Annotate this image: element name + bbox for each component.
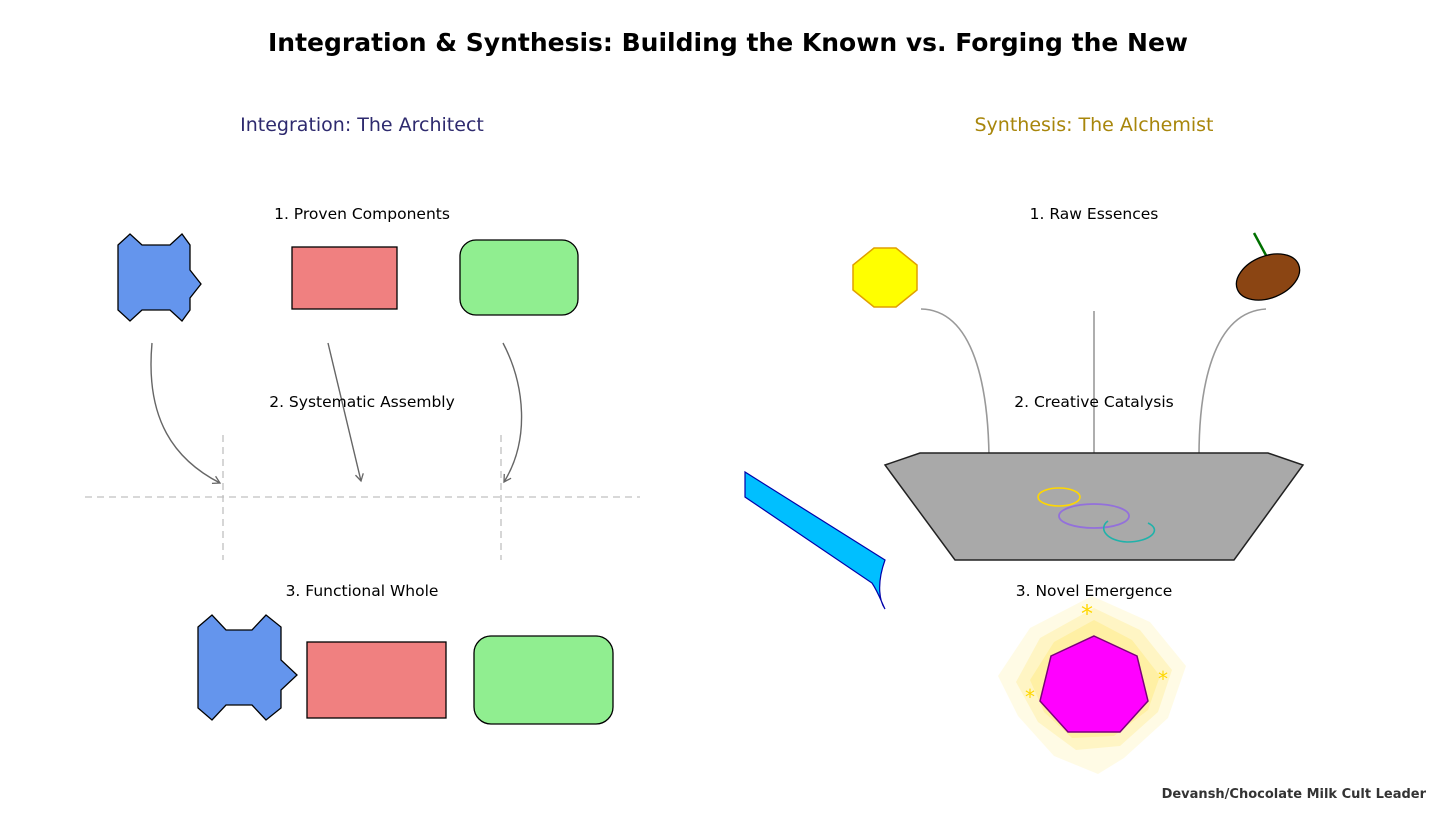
integration-heading: Integration: The Architect	[240, 114, 484, 136]
assembly-arrow-left	[150, 342, 222, 485]
essence-flow-left	[920, 308, 990, 457]
assembly-arrow-middle	[327, 342, 364, 483]
brown-seed-essence	[1235, 253, 1301, 301]
integration-step-1-label: 1. Proven Components	[274, 205, 450, 223]
author-credit: Devansh/Chocolate Milk Cult Leader	[1161, 787, 1426, 802]
yellow-octagon-essence	[852, 247, 918, 308]
synthesis-step-1-label: 1. Raw Essences	[1029, 205, 1159, 223]
green-rounded-block	[459, 239, 579, 316]
catalysis-cauldron	[883, 452, 1305, 561]
assembled-red-block	[306, 641, 447, 719]
synthesis-step-3-label: 3. Novel Emergence	[1015, 582, 1173, 600]
synthesis-panel	[744, 232, 1305, 774]
swirl-purple	[1058, 503, 1130, 529]
seed-stem	[1252, 232, 1270, 260]
essence-flow-right	[1198, 308, 1267, 457]
synthesis-step-2-label: 2. Creative Catalysis	[1014, 393, 1174, 411]
diagram-title: Integration & Synthesis: Building the Kn…	[267, 28, 1189, 57]
integration-panel	[85, 233, 640, 725]
pouring-stream	[744, 470, 886, 610]
assembled-blue-piece	[197, 614, 298, 721]
assembly-arrow-right	[502, 342, 523, 484]
sparkle-top: *	[1081, 600, 1093, 628]
sparkle-right: *	[1158, 667, 1168, 691]
synthesis-heading: Synthesis: The Alchemist	[974, 114, 1214, 136]
red-block	[291, 246, 398, 310]
swirl-teal	[1102, 520, 1156, 543]
integration-step-3-label: 3. Functional Whole	[285, 582, 439, 600]
swirl-yellow	[1037, 487, 1081, 507]
integration-step-2-label: 2. Systematic Assembly	[269, 393, 455, 411]
assembled-green-block	[473, 635, 614, 725]
blue-puzzle-piece	[117, 233, 202, 322]
emergent-heptagon	[1039, 635, 1149, 733]
sparkle-left: *	[1025, 685, 1035, 709]
